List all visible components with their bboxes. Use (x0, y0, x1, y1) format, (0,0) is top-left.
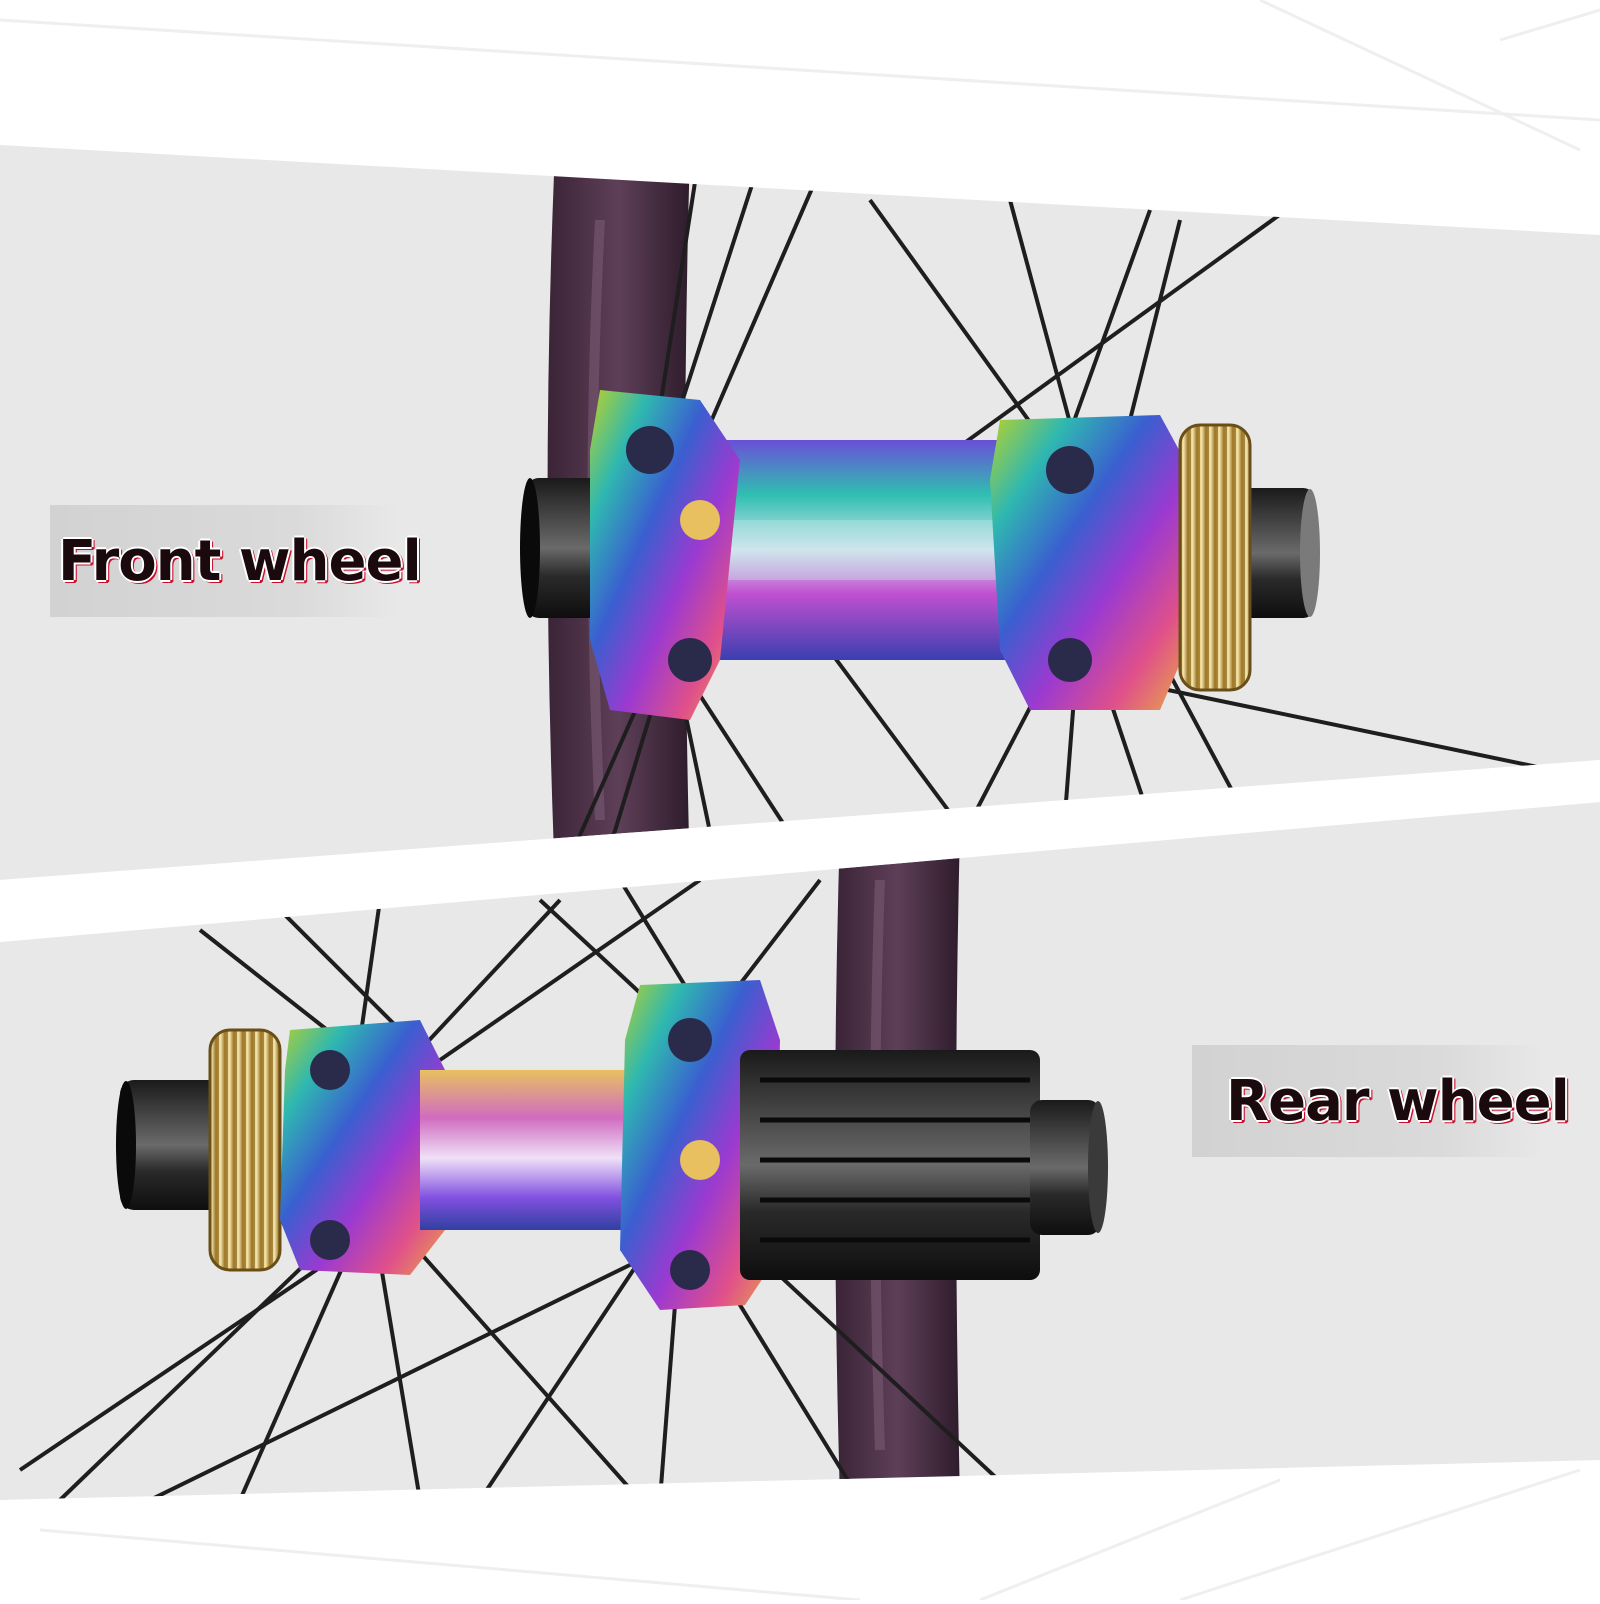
rear-hub-illustration (18, 830, 1108, 1500)
front-hub-illustration (520, 149, 1600, 880)
rear-wheel-label-text: Rear wheel (1226, 1068, 1570, 1134)
rear-wheel-label: Rear wheel (1192, 1045, 1570, 1157)
front-wheel-label: Front wheel (50, 505, 422, 617)
front-wheel-label-text: Front wheel (58, 528, 422, 594)
